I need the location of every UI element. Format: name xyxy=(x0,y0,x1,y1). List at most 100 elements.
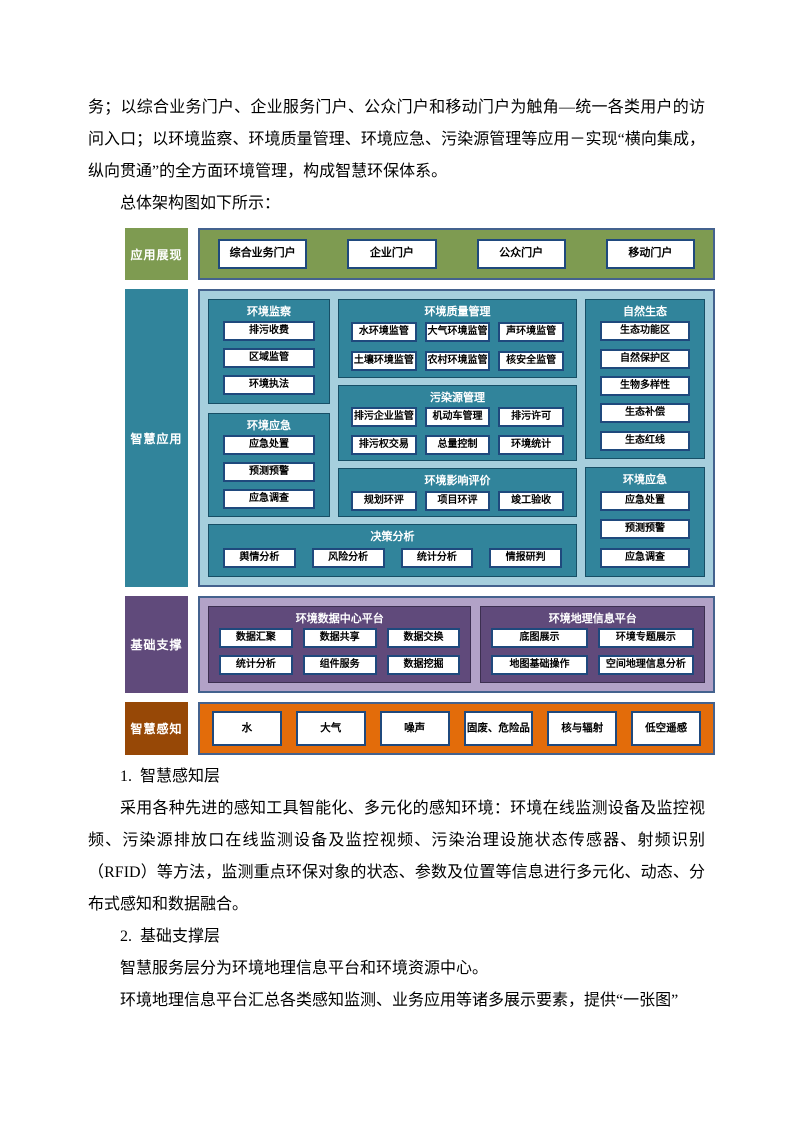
diagram-panel: 环境应急应急处置预测预警应急调查 xyxy=(585,467,705,577)
diagram-box: 竣工验收 xyxy=(498,490,564,511)
diagram-box: 大气环境监管 xyxy=(424,322,491,343)
layer-basic-support: 基础支撑 环境数据中心平台数据汇聚数据共享数据交换统计分析组件服务数据挖掘环境地… xyxy=(125,596,715,693)
diagram-box: 舆情分析 xyxy=(223,547,296,568)
paragraph-service-layer: 智慧服务层分为环境地理信息平台和环境资源中心。 xyxy=(120,960,489,977)
panel-boxes: 底图展示环境专题展示地图基础操作空间地理信息分析 xyxy=(481,627,704,682)
panel-title: 自然生态 xyxy=(623,306,667,318)
diagram-box: 排污企业监管 xyxy=(351,407,417,428)
diagram-panel: 环境数据中心平台数据汇聚数据共享数据交换统计分析组件服务数据挖掘 xyxy=(208,606,472,683)
panel-title: 环境数据中心平台 xyxy=(295,613,384,625)
diagram-box: 生态功能区 xyxy=(600,321,690,342)
diagram-panel: 决策分析舆情分析风险分析统计分析情报研判 xyxy=(208,524,577,577)
diagram-panel: 环境应急应急处置预测预警应急调查 xyxy=(208,412,330,517)
panel-boxes: 规划环评项目环评竣工验收 xyxy=(339,489,576,516)
panel-title: 环境影响评价 xyxy=(424,475,491,487)
paragraph-intro: 务；以综合业务门户、企业服务门户、公众门户和移动门户为触角—统一各类用户的访问入… xyxy=(88,99,705,180)
layer-smart-perception: 智慧感知 水大气噪声固废、危险品核与辐射低空遥感 xyxy=(125,702,715,755)
layer-smart-application: 智慧应用 环境监察排污收费区域监管环境执法环境应急应急处置预测预警应急调查 环境… xyxy=(125,289,715,587)
diagram-panel: 自然生态生态功能区自然保护区生物多样性生态补偿生态红线 xyxy=(585,299,705,459)
diagram-box: 排污权交易 xyxy=(351,434,417,455)
smart-app-top-area: 环境监察排污收费区域监管环境执法环境应急应急处置预测预警应急调查 环境质量管理水… xyxy=(208,299,577,517)
diagram-box: 声环境监管 xyxy=(498,322,564,343)
diagram-box: 数据共享 xyxy=(302,628,377,648)
list-item-2: 2. 基础支撑层 xyxy=(120,928,221,945)
layer-label-app-display: 应用展现 xyxy=(125,228,188,280)
diagram-box: 情报研判 xyxy=(489,547,562,568)
architecture-diagram: 应用展现 综合业务门户企业门户公众门户移动门户 智慧应用 环境监察排污收费区域监… xyxy=(125,228,715,755)
panel-boxes: 舆情分析风险分析统计分析情报研判 xyxy=(209,545,576,576)
diagram-panel: 环境质量管理水环境监管大气环境监管声环境监管土壤环境监管农村环境监管核安全监管 xyxy=(338,299,577,378)
paragraph-gis: 环境地理信息平台汇总各类感知监测、业务应用等诸多展示要素，提供“一张图” xyxy=(120,992,679,1009)
diagram-box: 风险分析 xyxy=(311,547,385,568)
diagram-box: 数据交换 xyxy=(386,628,461,648)
diagram-box: 噪声 xyxy=(379,711,450,746)
basic-support-container: 环境数据中心平台数据汇聚数据共享数据交换统计分析组件服务数据挖掘环境地理信息平台… xyxy=(198,596,715,693)
paragraph-perception: 采用各种先进的感知工具智能化、多元化的感知环境：环境在线监测设备及监控视频、污染… xyxy=(88,800,705,913)
diagram-box: 大气 xyxy=(295,711,366,746)
panel-title: 环境质量管理 xyxy=(424,306,491,318)
diagram-box: 农村环境监管 xyxy=(424,350,491,371)
diagram-box: 生态补偿 xyxy=(600,403,690,424)
diagram-box: 水环境监管 xyxy=(351,322,417,343)
layer-app-display: 应用展现 综合业务门户企业门户公众门户移动门户 xyxy=(125,228,715,280)
smart-app-main-area: 环境监察排污收费区域监管环境执法环境应急应急处置预测预警应急调查 环境质量管理水… xyxy=(208,299,577,577)
diagram-box: 底图展示 xyxy=(491,628,588,648)
panel-boxes: 水环境监管大气环境监管声环境监管土壤环境监管农村环境监管核安全监管 xyxy=(339,320,576,377)
diagram-box: 数据挖掘 xyxy=(386,655,461,675)
diagram-box: 应急处置 xyxy=(600,490,690,511)
diagram-box: 预测预警 xyxy=(223,461,315,482)
smart-app-left-column: 环境监察排污收费区域监管环境执法环境应急应急处置预测预警应急调查 xyxy=(208,299,330,517)
panel-title: 环境应急 xyxy=(623,474,667,486)
diagram-box: 排污收费 xyxy=(223,321,315,342)
panel-title: 环境地理信息平台 xyxy=(548,613,637,625)
diagram-box: 生物多样性 xyxy=(600,375,690,396)
diagram-box: 核安全监管 xyxy=(498,350,564,371)
panel-title: 污染源管理 xyxy=(430,392,485,404)
diagram-box: 环境专题展示 xyxy=(597,628,694,648)
panel-title: 环境监察 xyxy=(247,306,291,318)
layer-label-smart-perception: 智慧感知 xyxy=(125,702,188,755)
diagram-box: 水 xyxy=(212,711,282,746)
diagram-panel: 环境监察排污收费区域监管环境执法 xyxy=(208,299,330,404)
diagram-box: 统计分析 xyxy=(400,547,474,568)
diagram-box: 预测预警 xyxy=(600,519,690,539)
diagram-box: 应急处置 xyxy=(223,434,315,455)
layer-label-smart-application: 智慧应用 xyxy=(125,289,188,587)
diagram-panel: 污染源管理排污企业监管机动车管理排污许可排污权交易总量控制环境统计 xyxy=(338,385,577,461)
smart-application-container: 环境监察排污收费区域监管环境执法环境应急应急处置预测预警应急调查 环境质量管理水… xyxy=(198,289,715,587)
portal-container: 综合业务门户企业门户公众门户移动门户 xyxy=(198,228,715,280)
diagram-box: 组件服务 xyxy=(302,655,377,675)
layer-label-basic-support: 基础支撑 xyxy=(125,596,188,693)
diagram-box: 应急调查 xyxy=(223,488,315,509)
diagram-box: 公众门户 xyxy=(476,239,566,269)
diagram-box: 排污许可 xyxy=(498,407,564,428)
diagram-box: 环境统计 xyxy=(498,434,564,455)
diagram-box: 企业门户 xyxy=(347,239,437,269)
diagram-box: 生态红线 xyxy=(600,430,690,451)
diagram-box: 土壤环境监管 xyxy=(351,350,417,371)
diagram-box: 数据汇聚 xyxy=(219,628,293,648)
panel-title: 环境应急 xyxy=(247,419,291,432)
diagram-box: 低空遥感 xyxy=(631,711,701,746)
panel-boxes: 应急处置预测预警应急调查 xyxy=(209,434,329,517)
panel-boxes: 排污企业监管机动车管理排污许可排污权交易总量控制环境统计 xyxy=(339,406,576,460)
diagram-box: 区域监管 xyxy=(223,348,315,369)
panel-boxes: 数据汇聚数据共享数据交换统计分析组件服务数据挖掘 xyxy=(209,627,470,682)
panel-boxes: 应急处置预测预警应急调查 xyxy=(586,488,704,576)
smart-app-bottom-panel: 决策分析舆情分析风险分析统计分析情报研判 xyxy=(208,524,577,577)
diagram-box: 规划环评 xyxy=(351,490,417,511)
diagram-box: 空间地理信息分析 xyxy=(597,655,694,675)
diagram-box: 项目环评 xyxy=(424,490,491,511)
diagram-panel: 环境地理信息平台底图展示环境专题展示地图基础操作空间地理信息分析 xyxy=(480,606,705,683)
paragraph-diagram-caption: 总体架构图如下所示： xyxy=(120,195,281,212)
diagram-box: 自然保护区 xyxy=(600,348,690,369)
panel-title: 决策分析 xyxy=(370,531,415,543)
diagram-box: 综合业务门户 xyxy=(218,239,308,269)
diagram-panel: 环境影响评价规划环评项目环评竣工验收 xyxy=(338,468,577,517)
diagram-box: 统计分析 xyxy=(219,655,293,675)
smart-perception-container: 水大气噪声固废、危险品核与辐射低空遥感 xyxy=(198,702,715,755)
diagram-box: 环境执法 xyxy=(223,375,315,396)
panel-boxes: 生态功能区自然保护区生物多样性生态补偿生态红线 xyxy=(586,320,704,458)
list-item-1: 1. 智慧感知层 xyxy=(120,768,221,785)
